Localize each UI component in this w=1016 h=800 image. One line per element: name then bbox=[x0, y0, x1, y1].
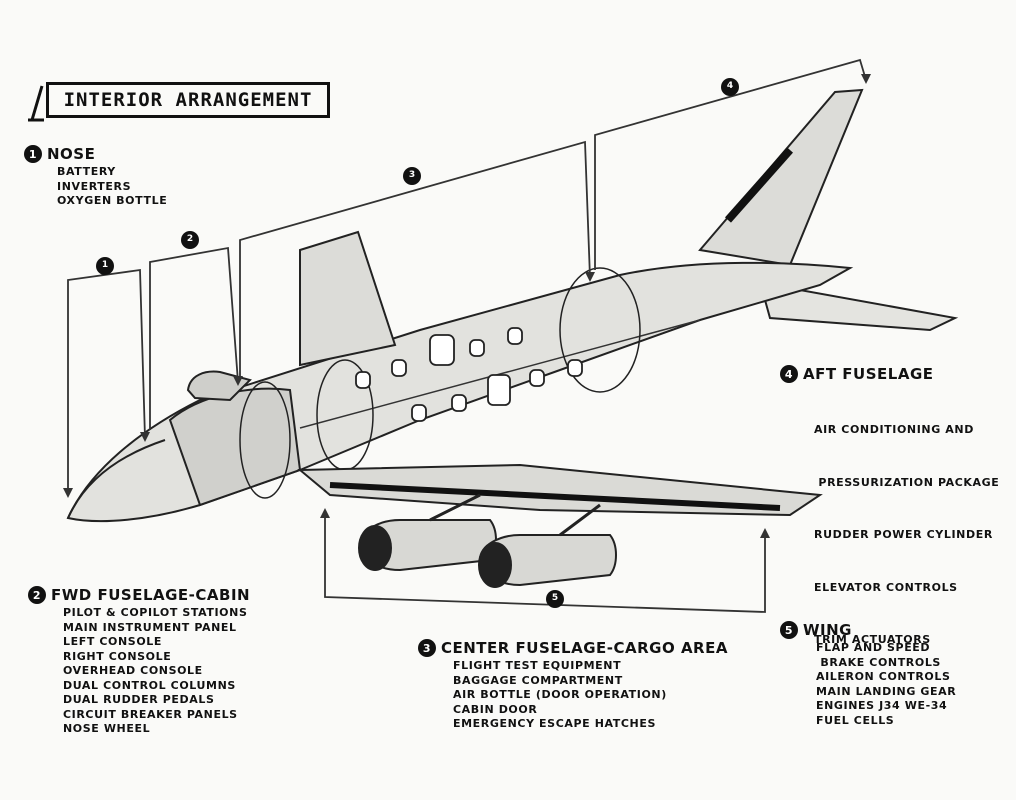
list-item: ENGINES J34 WE-34 bbox=[816, 699, 948, 712]
list-item: BAGGAGE COMPARTMENT bbox=[453, 673, 623, 687]
section-heading: CENTER FUSELAGE-CARGO AREA bbox=[441, 639, 728, 657]
section-center-fuselage-cargo: 3 CENTER FUSELAGE-CARGO AREA FLIGHT TEST… bbox=[418, 639, 728, 732]
list-item: LEFT CONSOLE bbox=[63, 635, 162, 648]
list-item: DUAL RUDDER PEDALS bbox=[63, 693, 215, 706]
diagram-title: INTERIOR ARRANGEMENT bbox=[46, 82, 330, 118]
list-item: MAIN INSTRUMENT PANEL bbox=[63, 620, 237, 634]
list-item: BRAKE CONTROLS bbox=[816, 655, 941, 669]
section-fwd-fuselage-cabin: 2 FWD FUSELAGE-CABIN PILOT & COPILOT STA… bbox=[28, 586, 250, 737]
list-item: FUEL CELLS bbox=[816, 713, 895, 727]
section-heading: NOSE bbox=[47, 145, 96, 163]
list-item: PRESSURIZATION PACKAGE bbox=[814, 475, 1000, 489]
list-item: PILOT & COPILOT STATIONS bbox=[63, 606, 248, 619]
list-item: FLAP AND SPEED bbox=[816, 641, 931, 654]
section-aft-fuselage: 4 AFT FUSELAGE AIR CONDITIONING AND PRES… bbox=[780, 365, 999, 686]
list-item: RUDDER POWER CYLINDER bbox=[814, 528, 993, 541]
section-number-badge: 3 bbox=[418, 639, 436, 657]
list-item: NOSE WHEEL bbox=[63, 722, 151, 735]
list-item: CABIN DOOR bbox=[453, 702, 538, 716]
callout-label-2: 2 bbox=[186, 234, 194, 244]
section-number-badge: 5 bbox=[780, 621, 798, 639]
list-item: MAIN LANDING GEAR bbox=[816, 684, 957, 698]
section-number-badge: 1 bbox=[24, 145, 42, 163]
callout-label-4: 4 bbox=[726, 81, 734, 91]
list-item: AILERON CONTROLS bbox=[816, 670, 951, 683]
callout-label-3: 3 bbox=[408, 170, 416, 180]
callout-label-1: 1 bbox=[101, 260, 109, 270]
list-item: BATTERY bbox=[57, 165, 116, 178]
section-nose: 1 NOSE BATTERY INVERTERS OXYGEN BOTTLE bbox=[24, 145, 167, 209]
callout-label-5: 5 bbox=[551, 593, 559, 603]
list-item: OXYGEN BOTTLE bbox=[57, 194, 168, 207]
title-accent-mark bbox=[28, 85, 44, 122]
section-heading: FWD FUSELAGE-CABIN bbox=[51, 586, 251, 604]
list-item: INVERTERS bbox=[57, 179, 132, 193]
section-heading: AFT FUSELAGE bbox=[803, 365, 934, 383]
section-wing: 5 WING FLAP AND SPEED BRAKE CONTROLS AIL… bbox=[780, 621, 956, 728]
section-number-badge: 4 bbox=[780, 365, 798, 383]
list-item: CIRCUIT BREAKER PANELS bbox=[63, 707, 238, 721]
list-item: OVERHEAD CONSOLE bbox=[63, 664, 203, 677]
list-item: EMERGENCY ESCAPE HATCHES bbox=[453, 717, 656, 730]
list-item: DUAL CONTROL COLUMNS bbox=[63, 678, 236, 692]
list-item: RIGHT CONSOLE bbox=[63, 649, 172, 663]
list-item: AIR BOTTLE (DOOR OPERATION) bbox=[453, 688, 667, 701]
list-item: AIR CONDITIONING AND bbox=[814, 423, 974, 436]
list-item: ELEVATOR CONTROLS bbox=[814, 580, 958, 594]
list-item: FLIGHT TEST EQUIPMENT bbox=[453, 659, 622, 672]
section-heading: WING bbox=[803, 621, 852, 639]
list-item: TRIM ACTUATORS bbox=[814, 633, 931, 646]
section-number-badge: 2 bbox=[28, 586, 46, 604]
